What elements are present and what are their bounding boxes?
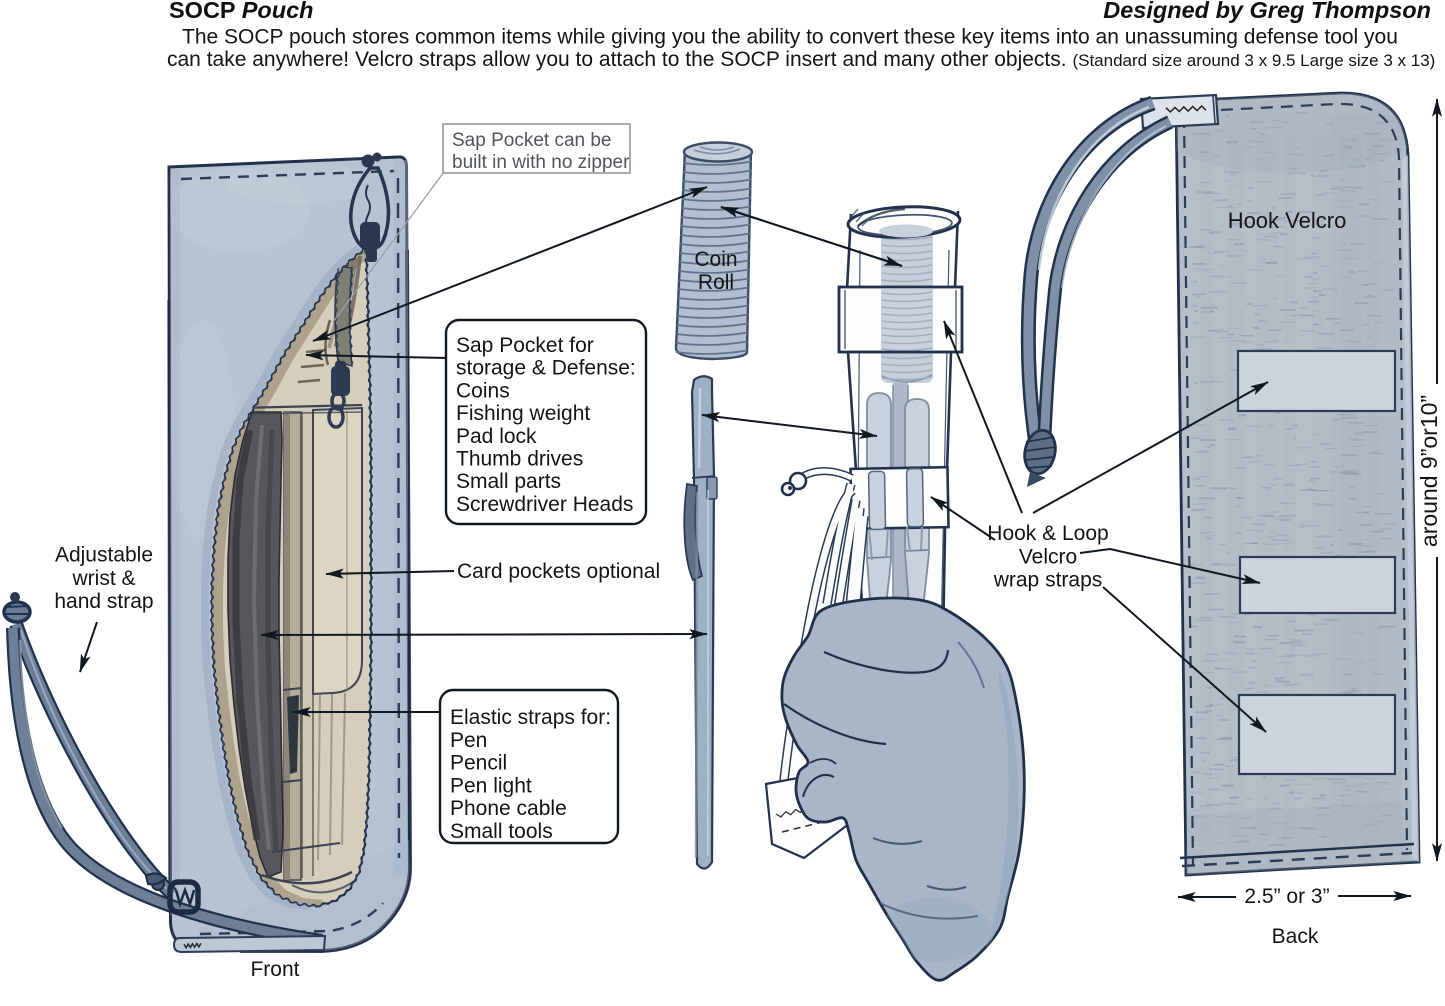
svg-text:Designed by Greg Thompson: Designed by Greg Thompson bbox=[1103, 0, 1431, 23]
svg-text:Small tools: Small tools bbox=[450, 820, 553, 843]
svg-text:Roll: Roll bbox=[698, 271, 734, 294]
svg-text:Fishing weight: Fishing weight bbox=[456, 402, 590, 425]
svg-text:Adjustable: Adjustable bbox=[55, 544, 153, 567]
svg-text:Pad lock: Pad lock bbox=[456, 425, 537, 448]
svg-text:Sap Pocket for: Sap Pocket for bbox=[456, 334, 594, 357]
svg-text:Screwdriver Heads: Screwdriver Heads bbox=[456, 493, 633, 516]
svg-text:Back: Back bbox=[1272, 925, 1319, 948]
svg-text:storage & Defense:: storage & Defense: bbox=[456, 357, 636, 380]
svg-text:SOCP Pouch: SOCP Pouch bbox=[169, 0, 314, 23]
svg-text:Pen: Pen bbox=[450, 729, 487, 752]
svg-text:hand strap: hand strap bbox=[54, 590, 153, 613]
svg-text:Sap Pocket can be: Sap Pocket can be bbox=[452, 130, 612, 151]
svg-text:Pen light: Pen light bbox=[450, 774, 532, 797]
svg-text:built in with no zipper: built in with no zipper bbox=[452, 152, 630, 173]
svg-text:Small parts: Small parts bbox=[456, 470, 561, 493]
svg-text:The SOCP pouch stores common i: The SOCP pouch stores common items while… bbox=[182, 26, 1398, 49]
svg-text:Coins: Coins bbox=[456, 379, 510, 402]
svg-text:Pencil: Pencil bbox=[450, 752, 507, 775]
svg-text:Coin: Coin bbox=[694, 248, 737, 271]
svg-text:Hook Velcro: Hook Velcro bbox=[1228, 208, 1347, 233]
svg-text:Card pockets optional: Card pockets optional bbox=[457, 560, 660, 583]
svg-text:Hook & Loop: Hook & Loop bbox=[987, 522, 1108, 545]
svg-text:wrap straps: wrap straps bbox=[993, 569, 1103, 592]
svg-text:can take anywhere! Velcro stra: can take anywhere! Velcro straps allow y… bbox=[167, 48, 1435, 71]
svg-text:Front: Front bbox=[250, 958, 299, 981]
svg-text:wrist &: wrist & bbox=[72, 567, 136, 590]
svg-text:around 9”or10”: around 9”or10” bbox=[1416, 395, 1442, 547]
svg-text:Phone cable: Phone cable bbox=[450, 797, 567, 820]
svg-text:Velcro: Velcro bbox=[1019, 545, 1077, 568]
svg-text:Thumb drives: Thumb drives bbox=[456, 448, 583, 471]
svg-text:2.5” or 3”: 2.5” or 3” bbox=[1244, 885, 1329, 908]
svg-text:Elastic straps for:: Elastic straps for: bbox=[450, 706, 611, 729]
